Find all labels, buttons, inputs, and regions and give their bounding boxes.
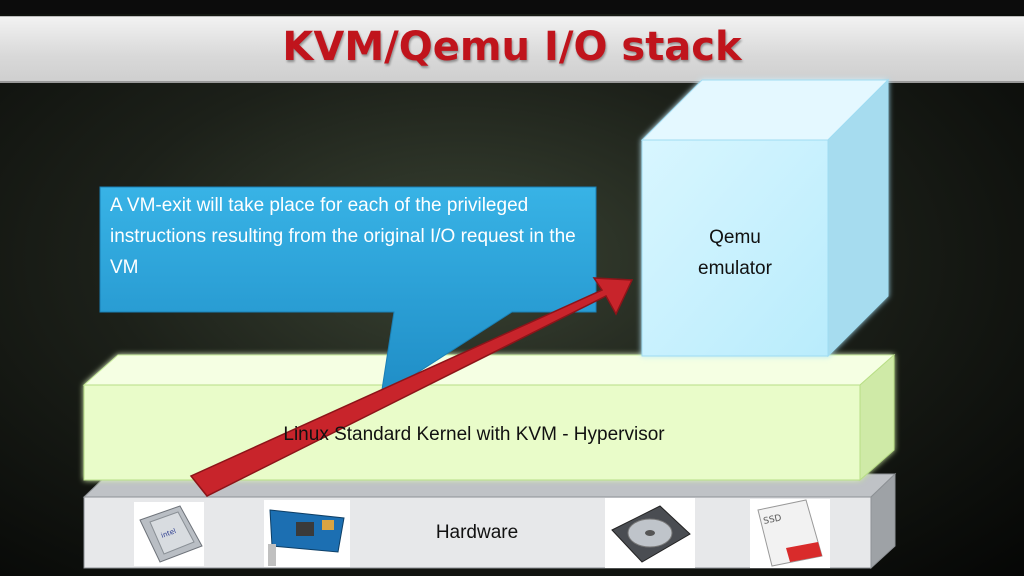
ssd-icon: SSD [750, 499, 830, 568]
kernel-layer [82, 353, 896, 482]
ssd-label: SSD [763, 513, 783, 527]
callout-line-2: instructions resulting from the original… [110, 226, 576, 278]
network-card-icon [264, 500, 350, 567]
qemu-label-line-1: Qemu [709, 227, 761, 248]
title-bar [0, 16, 1024, 83]
hardware-layer [82, 472, 897, 570]
slide-title: KVM/Qemu I/O stack [282, 24, 742, 70]
hard-disk-icon [605, 498, 695, 568]
top-strip [0, 0, 1024, 14]
qemu-label: Qemu emulator [642, 222, 828, 284]
callout-bubble [99, 186, 597, 398]
cpu-chip-icon: intel [134, 502, 204, 566]
hardware-layer-label: Hardware [435, 522, 519, 543]
callout-line-1: A VM-exit will take place for each of th… [110, 195, 529, 216]
qemu-cube [640, 78, 890, 358]
qemu-label-line-2: emulator [698, 258, 772, 279]
callout-text: A VM-exit will take place for each of th… [110, 190, 580, 283]
kernel-layer-label: Linux Standard Kernel with KVM - Hypervi… [283, 424, 665, 445]
io-exit-arrow [189, 277, 634, 497]
